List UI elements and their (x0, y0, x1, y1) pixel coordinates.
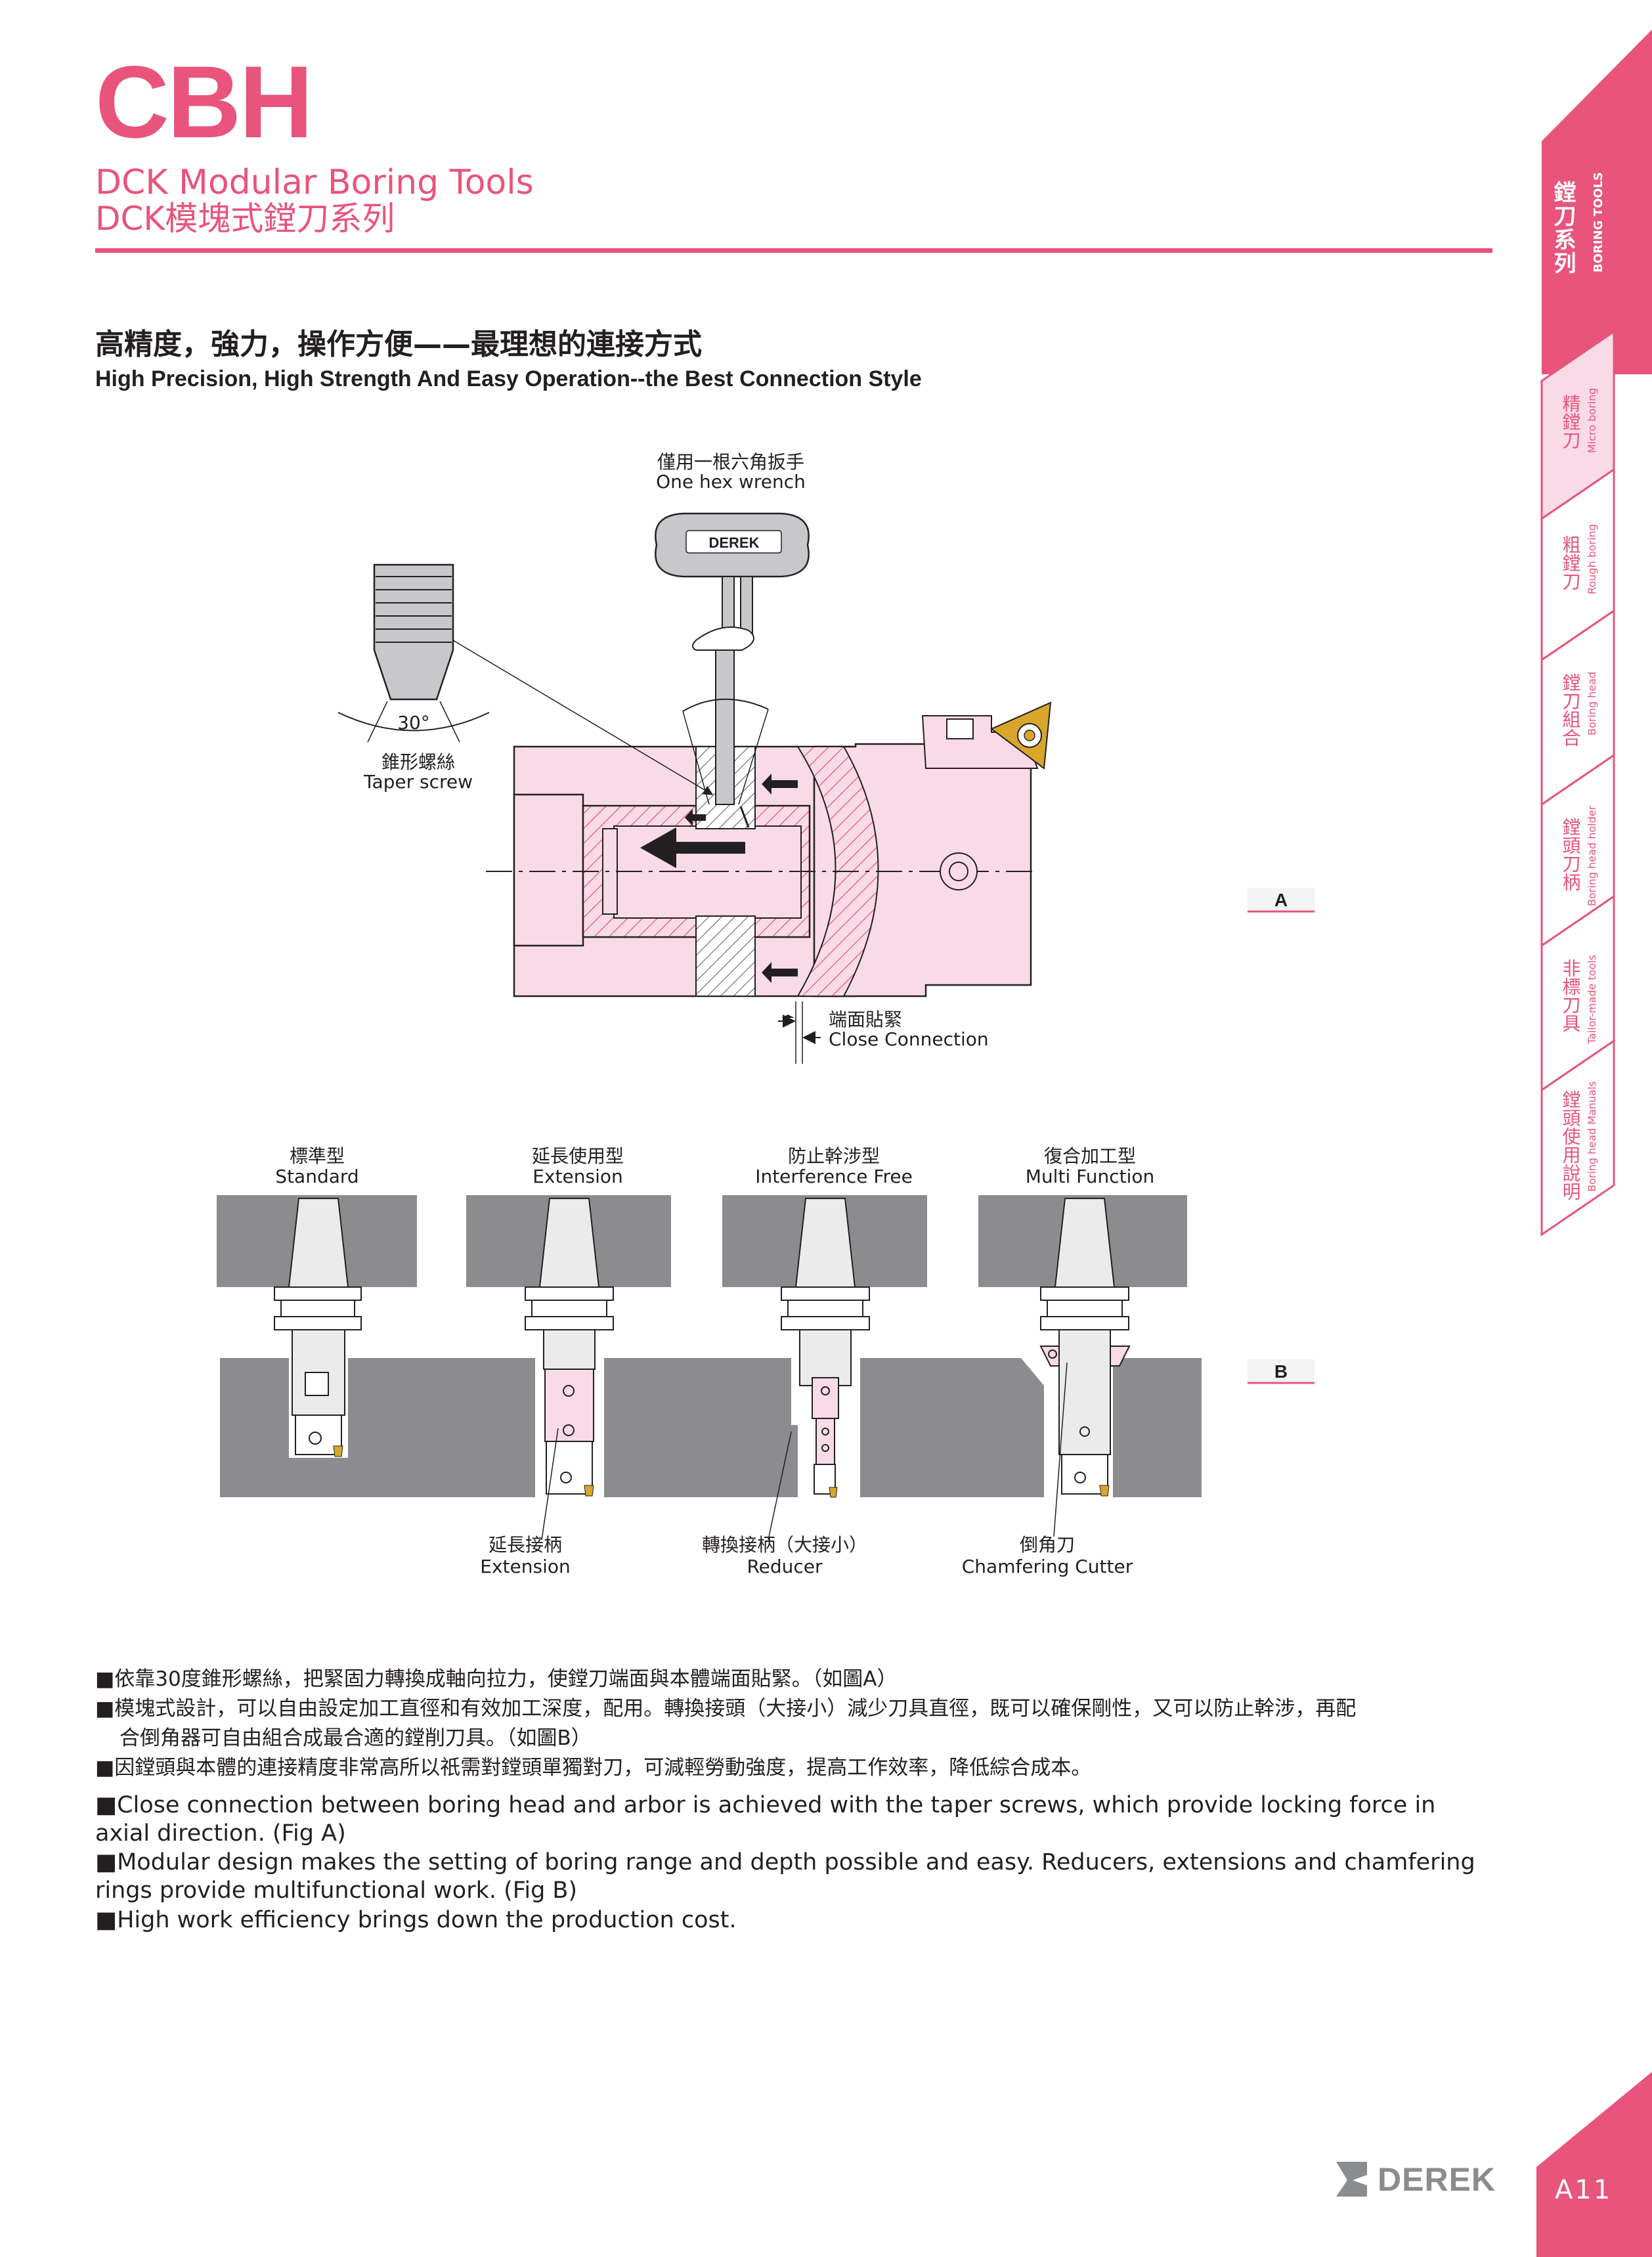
product-code: CBH (95, 45, 313, 160)
wrench-label-zh: 僅用一根六角扳手 (657, 451, 804, 473)
figure-tag-b: B (1248, 1359, 1315, 1384)
type-label-en: Interference Free (755, 1166, 913, 1187)
axial-force-arrow (640, 827, 745, 868)
tab-label-en: Micro boring (1586, 388, 1598, 453)
figure-tag-a: A (1248, 888, 1315, 913)
page-corner (1536, 2072, 1652, 2257)
screw-label-zh: 錐形螺絲 (381, 751, 455, 773)
tag-a-label: A (1274, 890, 1288, 910)
type-label-en: Extension (533, 1166, 622, 1187)
part-label-zh: 倒角刀 (1020, 1534, 1075, 1556)
tab-label-zh: 鏜刀系列 (1550, 180, 1576, 275)
page-number: A11 (1555, 2175, 1613, 2205)
figure-a: DEREK 30° 僅用一根六角扳手 One hex wrench (337, 451, 1315, 1064)
note-zh-2: ■模塊式設計，可以自由設定加工直徑和有效加工深度，配用。轉換接頭（大接小）減少刀… (95, 1697, 1357, 1720)
subtitle-en: DCK Modular Boring Tools (95, 163, 534, 202)
type-label-zh: 防止幹涉型 (788, 1145, 880, 1167)
note-zh-3: 合倒角器可自由組合成最合適的鏜削刀具。（如圖B） (120, 1726, 592, 1750)
note-en-3: ■High work efficiency brings down the pr… (95, 1907, 737, 1933)
note-en-1: ■Close connection between boring head an… (95, 1792, 1436, 1847)
close-label-en: Close Connection (829, 1028, 989, 1050)
tab-label-zh: 非標刀具 (1560, 959, 1582, 1032)
tool-extension (525, 1198, 614, 1497)
tab-label-zh: 鏜刀組合 (1560, 673, 1582, 747)
screw-hole-bottom (695, 915, 756, 997)
subtitle-zh: DCK模塊式鏜刀系列 (95, 200, 395, 238)
side-tabs: 鏜刀系列 BORING TOOLS 精鏜刀 Micro boring 粗鏜刀 R… (1540, 30, 1652, 1237)
part-label-zh: 轉換接柄（大接小） (702, 1534, 867, 1556)
tab-label-zh: 粗鏜刀 (1560, 535, 1582, 590)
part-label-zh: 延長接柄 (489, 1534, 562, 1556)
heading-zh: 高精度，強力，操作方便——最理想的連接方式 (95, 328, 702, 361)
side-tab-manuals[interactable] (1540, 1039, 1615, 1237)
tab-label-en: Boring head holder (1586, 805, 1598, 906)
brand-logo-icon (1336, 2162, 1367, 2197)
taper-screw: 30° (337, 563, 714, 795)
tab-label-zh: 鏜頭刀柄 (1560, 818, 1582, 891)
tab-label-en: Boring head Manuals (1586, 1081, 1598, 1192)
side-tab-boring-tools[interactable] (1542, 30, 1652, 374)
type-label-zh: 復合加工型 (1044, 1145, 1136, 1167)
tool-interference-free (781, 1198, 870, 1498)
tool-multi-function (1039, 1198, 1131, 1497)
part-label-en: Reducer (747, 1556, 823, 1577)
part-label-en: Chamfering Cutter (962, 1556, 1133, 1577)
heading-en: High Precision, High Strength And Easy O… (95, 366, 922, 391)
tab-label-en: BORING TOOLS (1592, 172, 1605, 273)
part-label-en: Extension (480, 1556, 570, 1577)
type-label-zh: 標準型 (290, 1145, 345, 1167)
type-label-en: Standard (275, 1166, 359, 1187)
screw-label-en: Taper screw (363, 771, 473, 793)
tab-label-zh: 精鏜刀 (1560, 394, 1582, 449)
type-label-en: Multi Function (1026, 1166, 1154, 1187)
angle-label: 30° (397, 712, 430, 734)
header-rule (95, 248, 1492, 253)
tag-b-label: B (1274, 1361, 1288, 1382)
tab-label-en: Tailor-made tools (1586, 955, 1598, 1045)
footer-brand: DEREK (1378, 2161, 1496, 2198)
note-zh-1: ■依靠30度錐形螺絲，把緊固力轉換成軸向拉力，使鏜刀端面與本體端面貼緊。（如圖A… (95, 1667, 898, 1691)
tab-label-zh: 鏜頭使用說明 (1560, 1090, 1582, 1200)
type-label-zh: 延長使用型 (532, 1145, 624, 1167)
wrench-label-en: One hex wrench (656, 471, 806, 493)
tab-label-en: Boring head (1586, 672, 1598, 735)
tab-label-en: Rough boring (1586, 524, 1598, 594)
note-en-2: ■Modular design makes the setting of bor… (95, 1849, 1475, 1904)
close-label-zh: 端面貼緊 (829, 1009, 902, 1030)
tool-standard (274, 1198, 362, 1457)
figure-b: 標準型 Standard 延長使用型 Extension 防止幹涉型 Inter… (217, 1145, 1315, 1577)
note-zh-4: ■因鏜頭與本體的連接精度非常高所以祇需對鏜頭單獨對刀，可減輕勞動強度，提高工作效… (95, 1756, 1092, 1780)
hex-wrench: DEREK (655, 512, 810, 651)
wrench-brand-label: DEREK (708, 535, 759, 551)
